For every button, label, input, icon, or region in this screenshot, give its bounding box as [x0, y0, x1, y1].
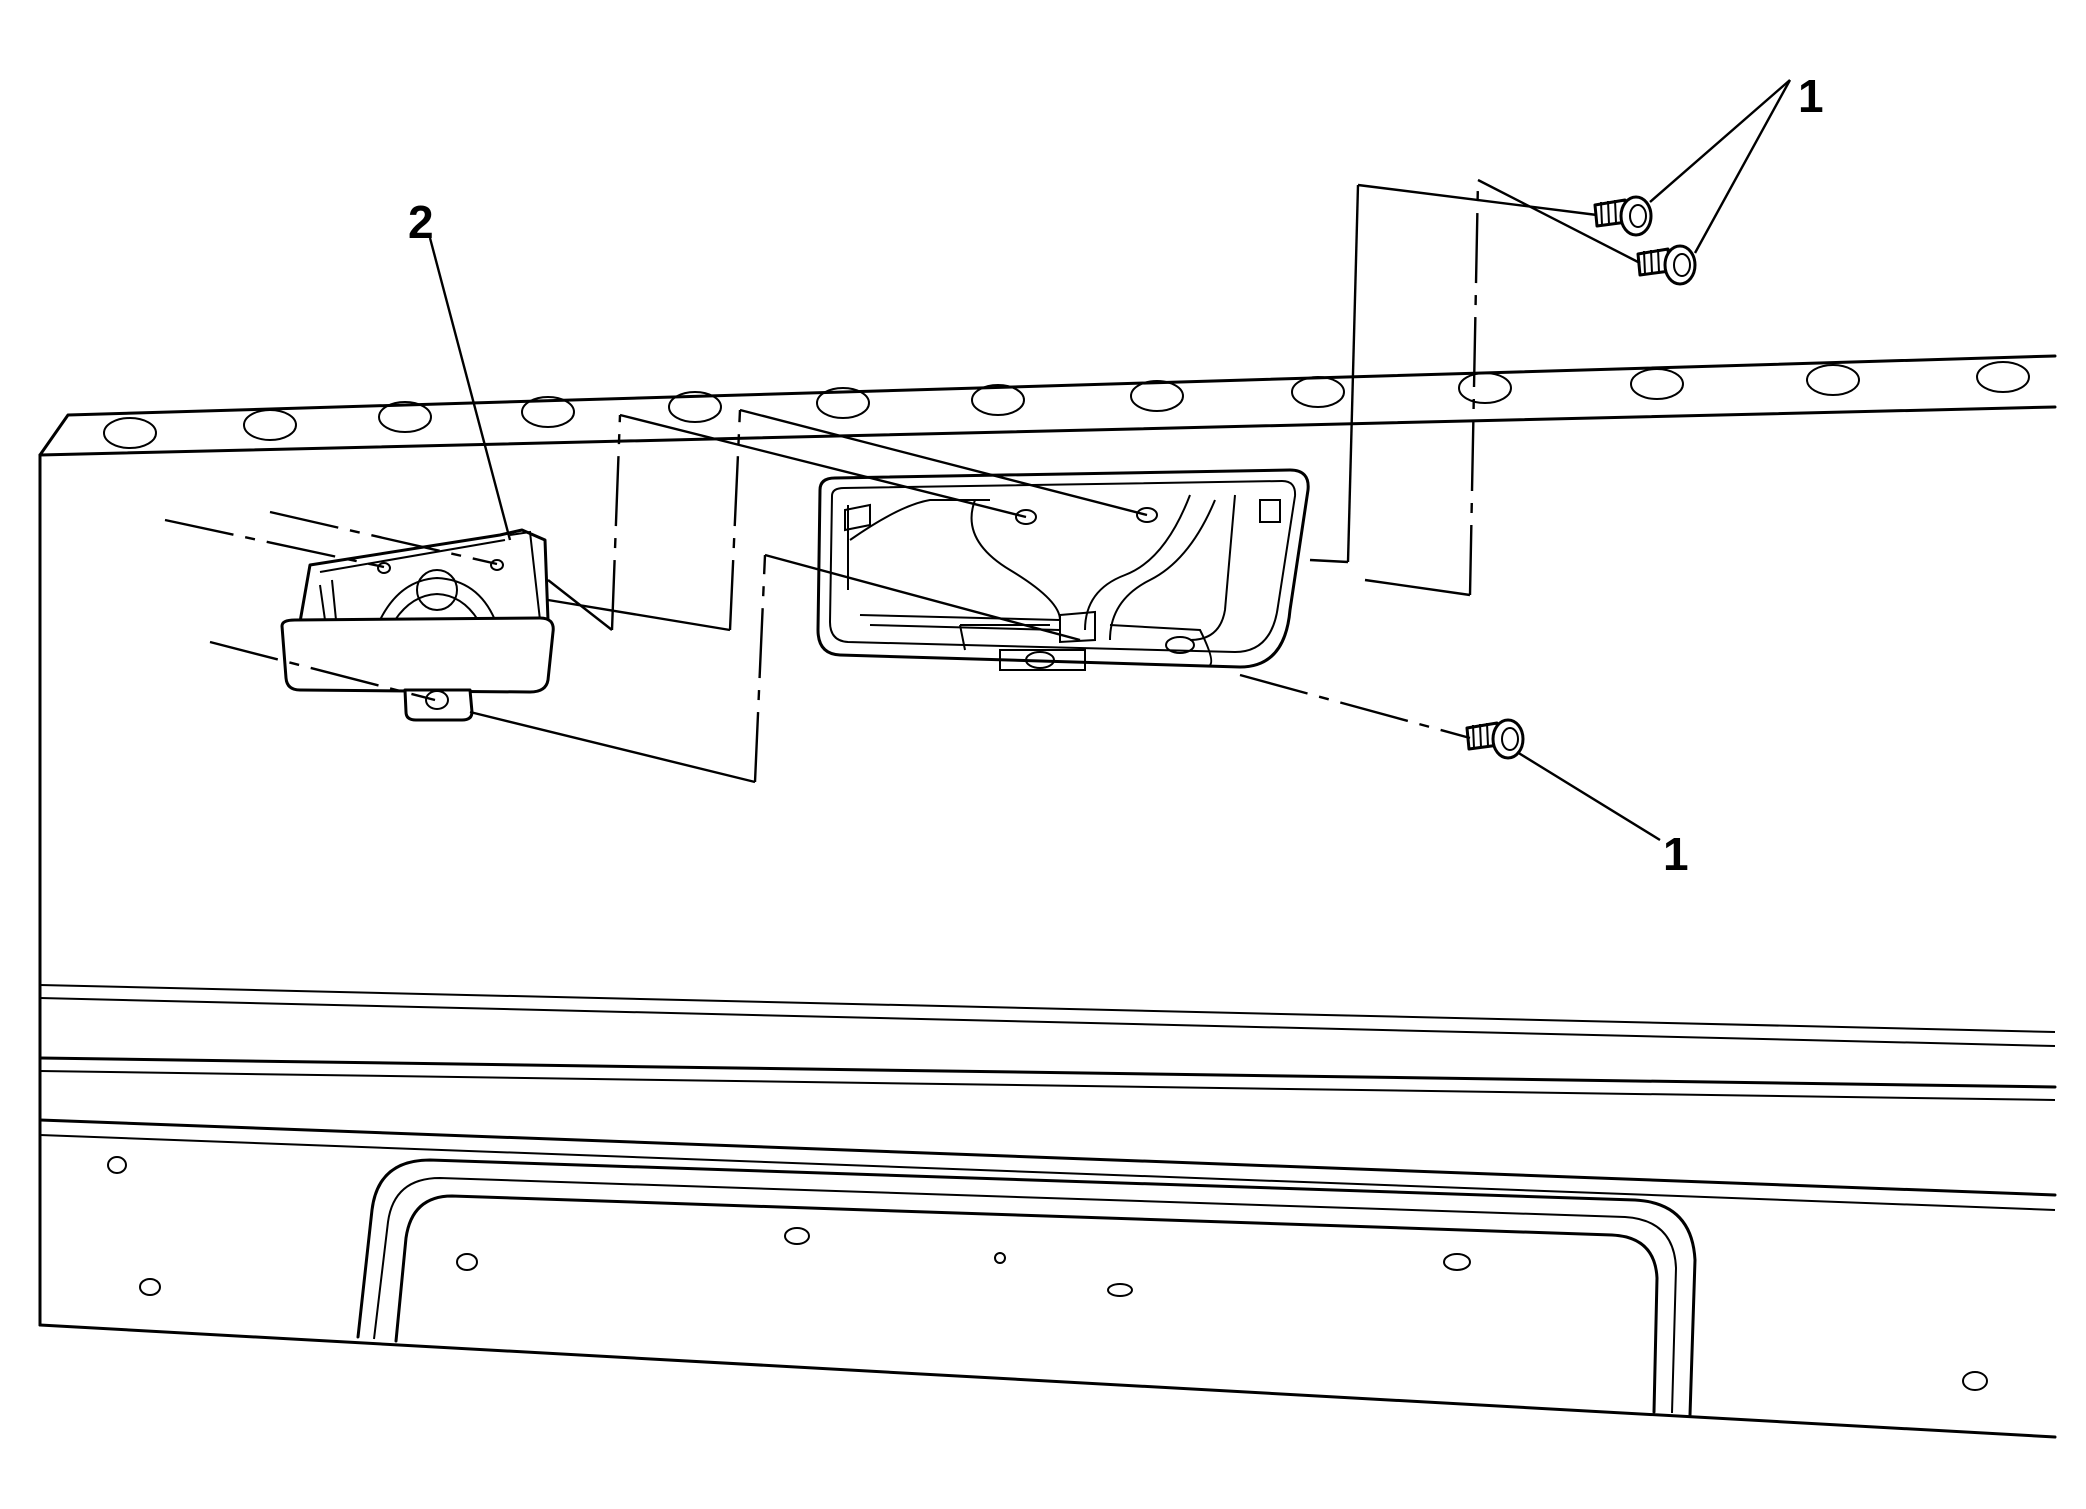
bolt-top-upper: [1593, 195, 1653, 237]
rail-holes: [103, 361, 2030, 449]
license-lamp-assembly: [280, 528, 555, 722]
tailgate-panel: [38, 354, 2057, 1439]
callout-bolt-lower: 1: [1663, 828, 1689, 880]
callout-bolt-top: 1: [1798, 70, 1824, 122]
bolt-lower: [1465, 718, 1525, 760]
alignment-lines: [164, 178, 1641, 784]
lamp-housing-opening: [816, 468, 1310, 671]
callout-lamp: 2: [408, 196, 434, 248]
bolt-top-lower: [1636, 244, 1697, 286]
callout-leaders: [428, 79, 1792, 842]
